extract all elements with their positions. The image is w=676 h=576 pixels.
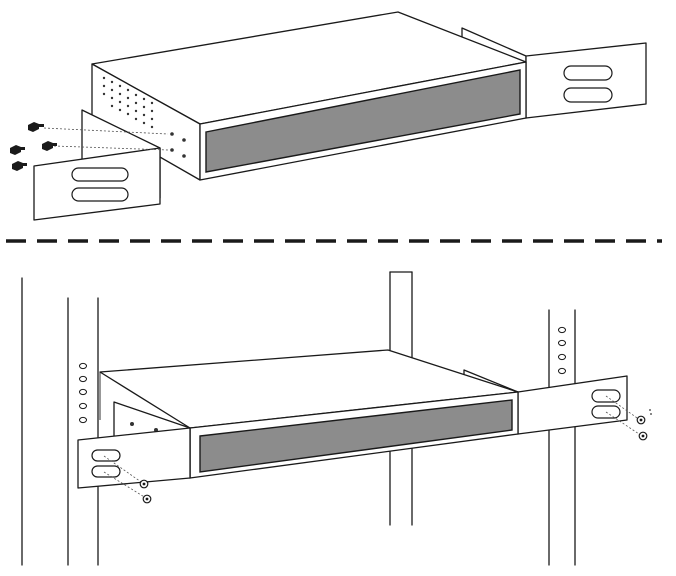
screw-icon <box>28 122 44 132</box>
bracket-slot <box>91 449 121 462</box>
left-bracket-ear <box>33 147 161 221</box>
bracket-slot <box>71 187 129 202</box>
rack-holes <box>79 362 87 424</box>
left-bracket-mounted <box>77 401 191 489</box>
vent-holes <box>102 76 154 129</box>
step-attach-brackets <box>10 11 647 221</box>
step-mount-in-rack <box>21 271 652 566</box>
bracket-slot <box>563 65 613 81</box>
bracket-slot <box>91 465 121 478</box>
front-panel <box>205 69 521 173</box>
left-bracket <box>33 109 161 221</box>
rack-holes <box>558 326 566 375</box>
screws-top <box>10 122 169 171</box>
screw-icon <box>42 141 57 151</box>
front-panel <box>199 399 513 473</box>
screw-icon <box>638 431 648 441</box>
bracket-slot <box>563 87 613 103</box>
rack-front-right-post <box>548 309 576 566</box>
right-bracket-ear <box>517 375 628 435</box>
screw-icon <box>636 415 646 425</box>
switch-chassis <box>91 11 527 181</box>
screw-icon <box>142 494 152 504</box>
bracket-slot <box>71 167 129 182</box>
screw-icon <box>139 479 149 489</box>
screw-icon <box>10 145 25 155</box>
switch-chassis-mounted <box>99 349 519 479</box>
rack-front-left-post <box>67 297 99 566</box>
screws-bottom <box>103 395 652 504</box>
screw-icon <box>12 161 27 171</box>
